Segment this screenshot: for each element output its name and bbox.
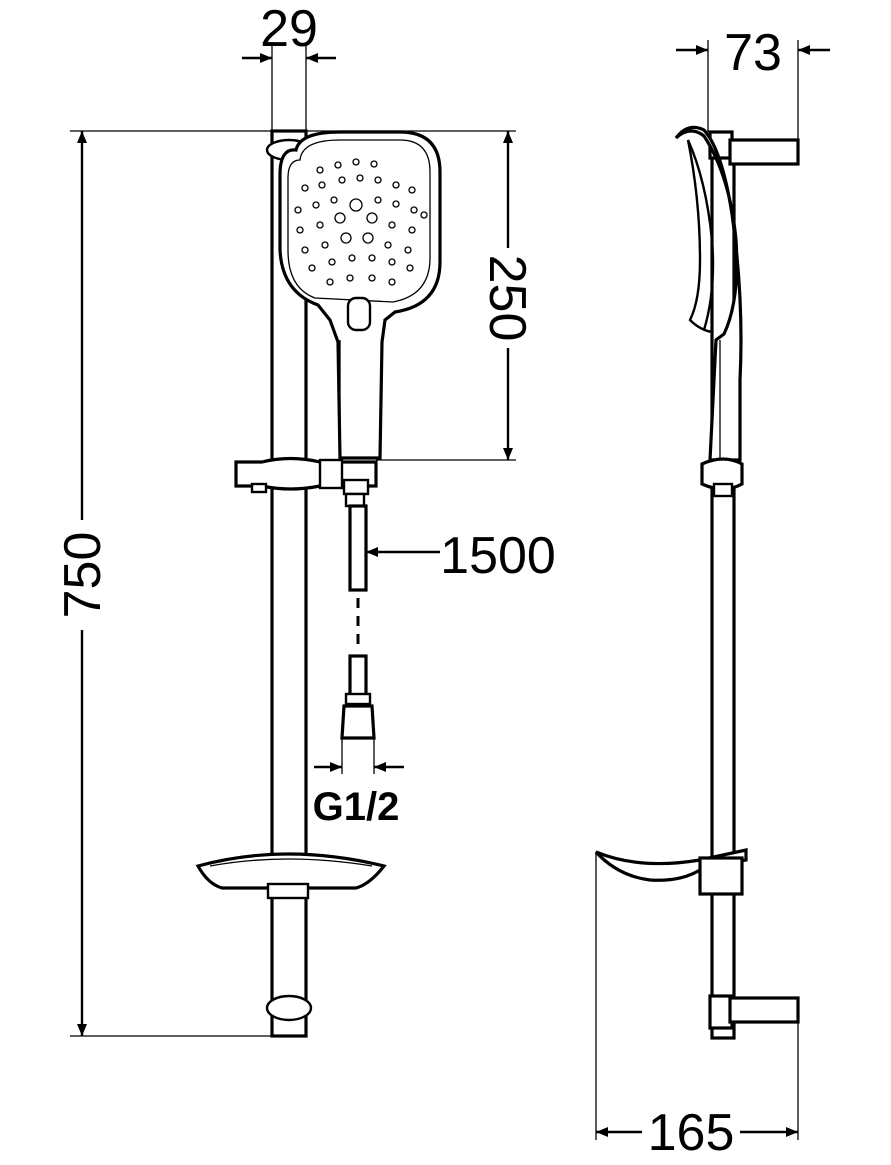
dim-29-label: 29 bbox=[260, 0, 318, 58]
dim-thread: G1/2 bbox=[313, 738, 404, 829]
slider-holder bbox=[234, 456, 378, 496]
dim-750-label: 750 bbox=[54, 532, 112, 619]
dim-hose-length: 1500 bbox=[366, 527, 556, 585]
dim-1500-label: 1500 bbox=[440, 527, 556, 585]
side-top-bracket bbox=[708, 130, 800, 166]
hose-upper-segment bbox=[344, 492, 368, 592]
soap-dish-front bbox=[195, 852, 387, 900]
slide-rail bbox=[270, 129, 308, 1038]
bottom-wall-bracket bbox=[265, 994, 313, 1022]
side-shower-head bbox=[674, 125, 743, 462]
dim-250-label: 250 bbox=[478, 255, 536, 342]
dim-73-label: 73 bbox=[724, 24, 782, 82]
dim-head-length: 250 bbox=[300, 130, 536, 461]
side-bottom-bracket bbox=[708, 994, 800, 1030]
dim-total-height: 750 bbox=[54, 130, 272, 1037]
dim-dish-depth: 165 bbox=[595, 852, 799, 1162]
hand-shower-head bbox=[278, 130, 442, 460]
side-soap-dish bbox=[594, 848, 748, 896]
dim-165-label: 165 bbox=[648, 1104, 735, 1162]
dim-g12-label: G1/2 bbox=[313, 785, 400, 829]
front-view: 29 250 750 1500 G1/2 bbox=[54, 0, 556, 1038]
spray-nozzles bbox=[294, 158, 428, 286]
side-view: 73 165 bbox=[594, 24, 830, 1162]
hose-lower-segment bbox=[340, 654, 376, 740]
side-rail bbox=[710, 148, 736, 1040]
dim-bracket-depth: 73 bbox=[676, 24, 830, 140]
dim-rail-diameter: 29 bbox=[242, 0, 336, 131]
side-slider bbox=[700, 457, 744, 498]
